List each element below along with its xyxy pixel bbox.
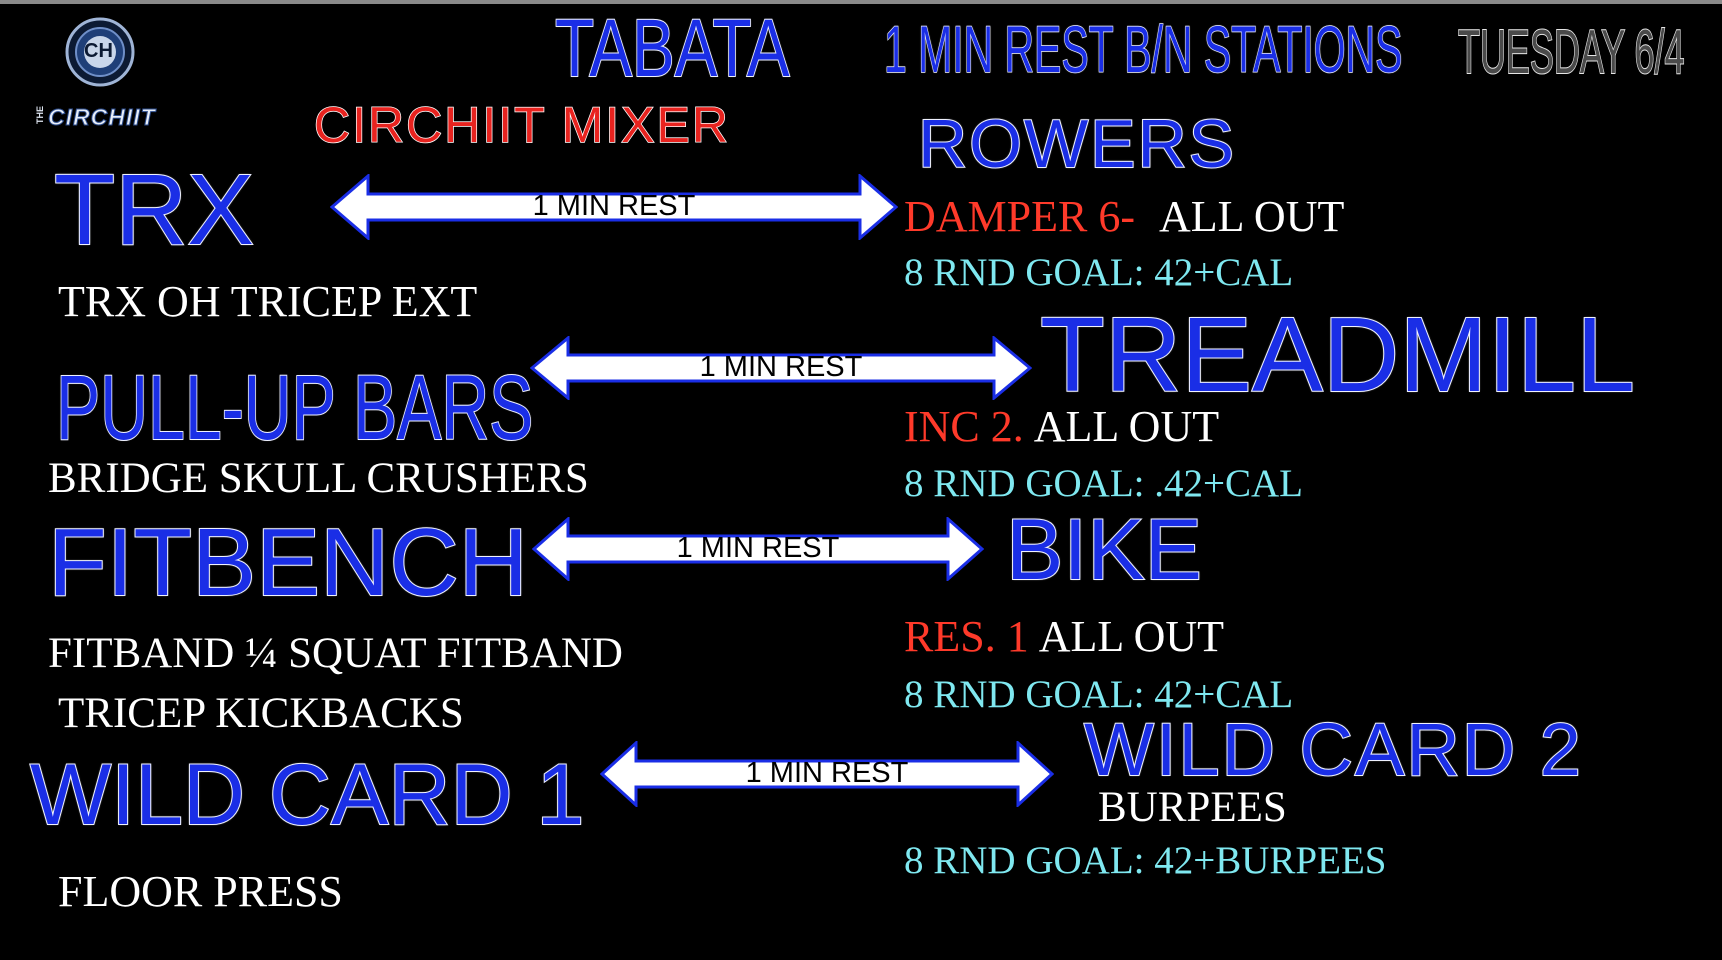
logo-wordmark: CIRCHIIT <box>48 104 156 130</box>
rest-arrow-2-label: 1 MIN REST <box>699 351 863 383</box>
station-pullup-title: PULL-UP BARS <box>55 357 534 459</box>
station-rowers-setting-line: DAMPER 6- ALL OUT <box>904 195 1344 239</box>
station-treadmill-setting: INC 2. <box>904 402 1024 451</box>
station-wildcard1-title: WILD CARD 1 <box>29 747 585 843</box>
station-rowers-effort: ALL OUT <box>1159 192 1345 241</box>
station-treadmill-effort: ALL OUT <box>1033 402 1220 451</box>
page-title: TABATA <box>554 3 790 94</box>
rest-arrow-4-label: 1 MIN REST <box>745 757 909 789</box>
station-treadmill-goal: 8 RND GOAL: .42+CAL <box>904 462 1303 505</box>
station-trx-exercise: TRX OH TRICEP EXT <box>58 277 478 326</box>
station-bike-title: BIKE <box>1005 502 1203 598</box>
rest-arrow-3-label: 1 MIN REST <box>676 532 840 564</box>
logo-monogram: CH <box>84 40 113 62</box>
rest-note: 1 MIN REST B/N STATIONS <box>884 12 1403 86</box>
page-subtitle: CIRCHIIT MIXER <box>313 97 730 153</box>
double-arrow-icon <box>530 336 1032 400</box>
station-treadmill-title: TREADMILL <box>1039 296 1636 414</box>
station-wildcard2-exercise: BURPEES <box>1098 784 1287 831</box>
rest-arrow-1-label: 1 MIN REST <box>532 190 696 222</box>
rest-arrow-2: 1 MIN REST <box>530 336 1032 400</box>
rest-arrow-1: 1 MIN REST <box>330 174 898 240</box>
station-rowers-goal: 8 RND GOAL: 42+CAL <box>904 251 1294 294</box>
station-rowers-title: ROWERS <box>917 106 1236 182</box>
station-bike-setting: RES. 1 <box>904 612 1029 661</box>
station-bike-effort: ALL OUT <box>1038 612 1225 661</box>
station-fitbench-exercise-line1: FITBAND ¼ SQUAT FITBAND <box>48 630 623 677</box>
station-wildcard2-title: WILD CARD 2 <box>1083 708 1583 791</box>
top-border <box>0 0 1722 4</box>
rest-arrow-4: 1 MIN REST <box>600 741 1054 807</box>
station-treadmill-setting-line: INC 2.ALL OUT <box>904 405 1219 449</box>
double-arrow-icon <box>532 517 984 581</box>
date-label: TUESDAY 6/4 <box>1457 18 1685 87</box>
station-fitbench-title: FITBENCH <box>47 509 529 616</box>
station-fitbench-exercise-line2: TRICEP KICKBACKS <box>58 690 464 737</box>
station-pullup-exercise: BRIDGE SKULL CRUSHERS <box>48 455 589 502</box>
station-rowers-setting: DAMPER 6- <box>904 192 1136 241</box>
logo-emblem-icon <box>65 17 135 87</box>
station-bike-goal: 8 RND GOAL: 42+CAL <box>904 673 1294 716</box>
station-wildcard2-goal: 8 RND GOAL: 42+BURPEES <box>904 839 1387 882</box>
station-wildcard1-exercise: FLOOR PRESS <box>58 867 343 916</box>
double-arrow-icon <box>600 741 1054 807</box>
logo-wordmark-prefix: THE <box>35 106 45 124</box>
station-trx-title: TRX <box>53 154 255 266</box>
rest-arrow-3: 1 MIN REST <box>532 517 984 581</box>
double-arrow-icon <box>330 174 898 240</box>
circhiit-logo: CH THE CIRCHIIT <box>35 14 176 134</box>
